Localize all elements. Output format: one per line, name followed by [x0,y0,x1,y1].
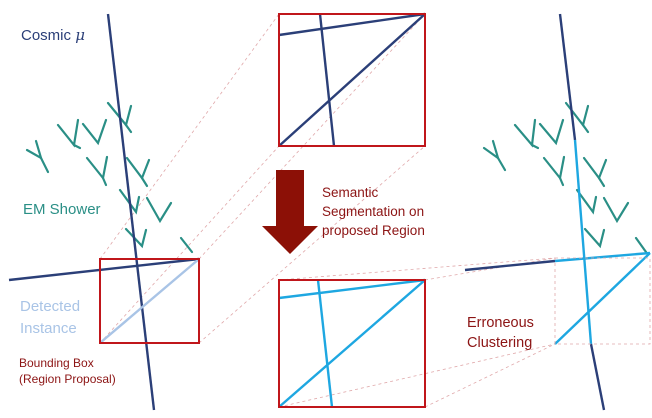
right-secondary-track-segmented [554,251,651,263]
left-detected-instance-track [99,258,200,344]
left-secondary-track [8,257,200,282]
semantic-line-3: proposed Region [322,223,425,238]
projection-lines-bottom [278,257,556,408]
erroneous-line-2: Clustering [467,335,533,351]
erroneous-clustering-label: Erroneous Clustering [467,313,534,353]
right-diagonal-track-segmented [554,252,651,345]
bounding-box-label: Bounding Box (Region Proposal) [19,355,116,387]
right-em-shower [482,101,648,254]
right-secondary-track [464,259,556,272]
detected-instance-label: Detected Instance [20,296,80,340]
semantic-line-1: Semantic [322,185,379,200]
muon-symbol: μ [75,26,85,44]
left-bounding-box [99,258,200,344]
bottom-zoom-box [278,279,426,408]
bottom-zoom-panel [278,278,426,408]
right-muon-track-lower [589,343,606,411]
right-region-outline [554,257,651,345]
detected-line-2: Instance [20,320,77,337]
detected-line-1: Detected [20,298,81,315]
left-cosmic-muon-track [106,13,156,411]
bbox-line-1: Bounding Box [19,356,94,370]
down-arrow [262,170,318,254]
cosmic-label-text: Cosmic [21,27,72,44]
right-muon-track-segmented [573,139,593,345]
top-zoom-panel [278,12,426,147]
em-shower-label: EM Shower [23,201,101,218]
projection-lines-top [99,13,426,344]
semantic-line-2: Segmentation on [322,204,425,219]
bbox-line-2: (Region Proposal) [19,372,116,386]
cosmic-muon-label: Cosmic μ [21,26,85,44]
top-zoom-box [278,13,426,147]
left-em-shower [25,101,194,254]
erroneous-line-1: Erroneous [467,315,534,331]
semantic-segmentation-label: Semantic Segmentation on proposed Region [322,183,425,240]
right-muon-track-upper [558,13,577,141]
